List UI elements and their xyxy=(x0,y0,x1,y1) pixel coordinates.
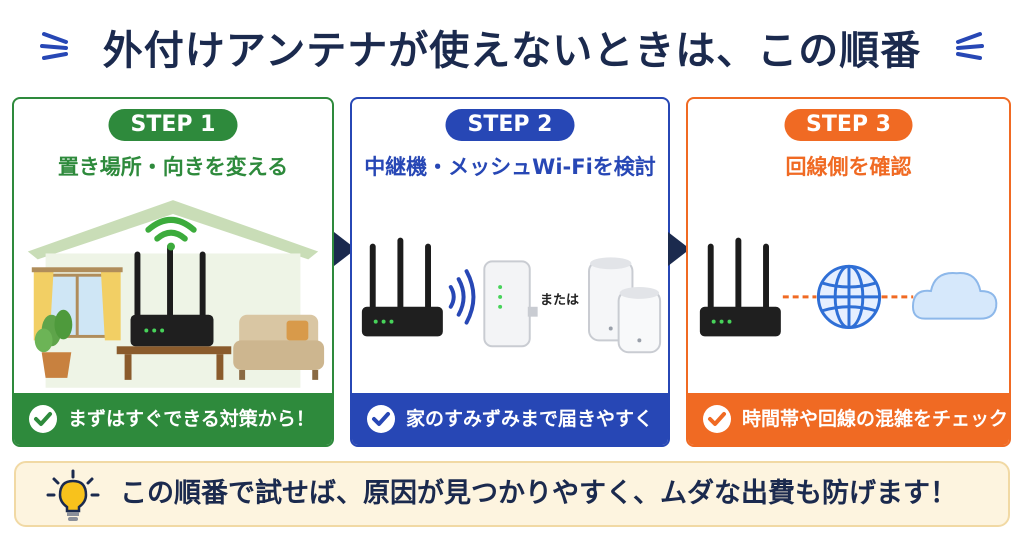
wifi-icon xyxy=(145,216,197,251)
title-area: 外付けアンテナが使えないときは、この順番 xyxy=(0,0,1024,92)
sofa-icon xyxy=(233,314,325,380)
mesh-wifi-icon xyxy=(588,257,662,354)
cloud-icon xyxy=(911,272,998,320)
step-3-heading: 回線側を確認 xyxy=(785,155,912,179)
emphasis-lines-left-icon xyxy=(40,32,68,60)
next-arrow-icon xyxy=(334,232,356,266)
next-arrow-icon xyxy=(668,232,690,266)
step-1-footer: まずはすぐできる対策から！ xyxy=(14,393,332,445)
router-icon xyxy=(130,243,214,347)
step-2-footer-text: 家のすみずみまで届きやすく xyxy=(406,408,654,430)
step-2-panel: STEP 2 中継機・メッシュWi-Fiを検討 xyxy=(350,97,670,447)
tip-note-text: この順番で試せば、原因が見つかりやすく、ムダな出費も防げます！ xyxy=(120,478,957,509)
step-2-footer: 家のすみずみまで届きやすく xyxy=(352,393,668,445)
router-icon xyxy=(699,237,781,337)
emphasis-lines-right-icon xyxy=(956,32,984,60)
tip-note: この順番で試せば、原因が見つかりやすく、ムダな出費も防げます！ xyxy=(14,461,1010,527)
plant-icon xyxy=(34,309,73,378)
step-1-heading: 置き場所・向きを変える xyxy=(57,155,289,179)
step-2-heading: 中継機・メッシュWi-Fiを検討 xyxy=(364,155,656,179)
step-1-footer-text: まずはすぐできる対策から！ xyxy=(68,408,315,430)
step-1-badge: STEP 1 xyxy=(108,109,238,141)
table-icon xyxy=(116,346,232,380)
step-3-panel: STEP 3 回線側を確認 xyxy=(686,97,1011,447)
check-circle-icon xyxy=(367,405,395,433)
step-3-footer-text: 時間帯や回線の混雑をチェック xyxy=(742,408,1009,430)
check-circle-icon xyxy=(29,405,57,433)
step-3-badge: STEP 3 xyxy=(784,109,913,141)
page-title: 外付けアンテナが使えないときは、この順番 xyxy=(102,28,922,74)
signal-waves-icon xyxy=(448,269,476,325)
repeater-icon xyxy=(483,260,538,348)
window-icon xyxy=(31,267,123,341)
step-1-illustration xyxy=(27,200,325,388)
step-2-illustration xyxy=(361,237,662,354)
router-icon xyxy=(361,237,443,337)
step-2-badge: STEP 2 xyxy=(445,109,575,141)
step-3-illustration xyxy=(699,237,998,337)
step-1-panel: STEP 1 置き場所・向きを変える xyxy=(12,97,334,447)
lightbulb-icon xyxy=(46,469,100,521)
globe-icon xyxy=(816,264,882,330)
or-label: または xyxy=(540,293,580,308)
check-circle-icon xyxy=(703,405,731,433)
step-3-footer: 時間帯や回線の混雑をチェック xyxy=(688,393,1009,445)
